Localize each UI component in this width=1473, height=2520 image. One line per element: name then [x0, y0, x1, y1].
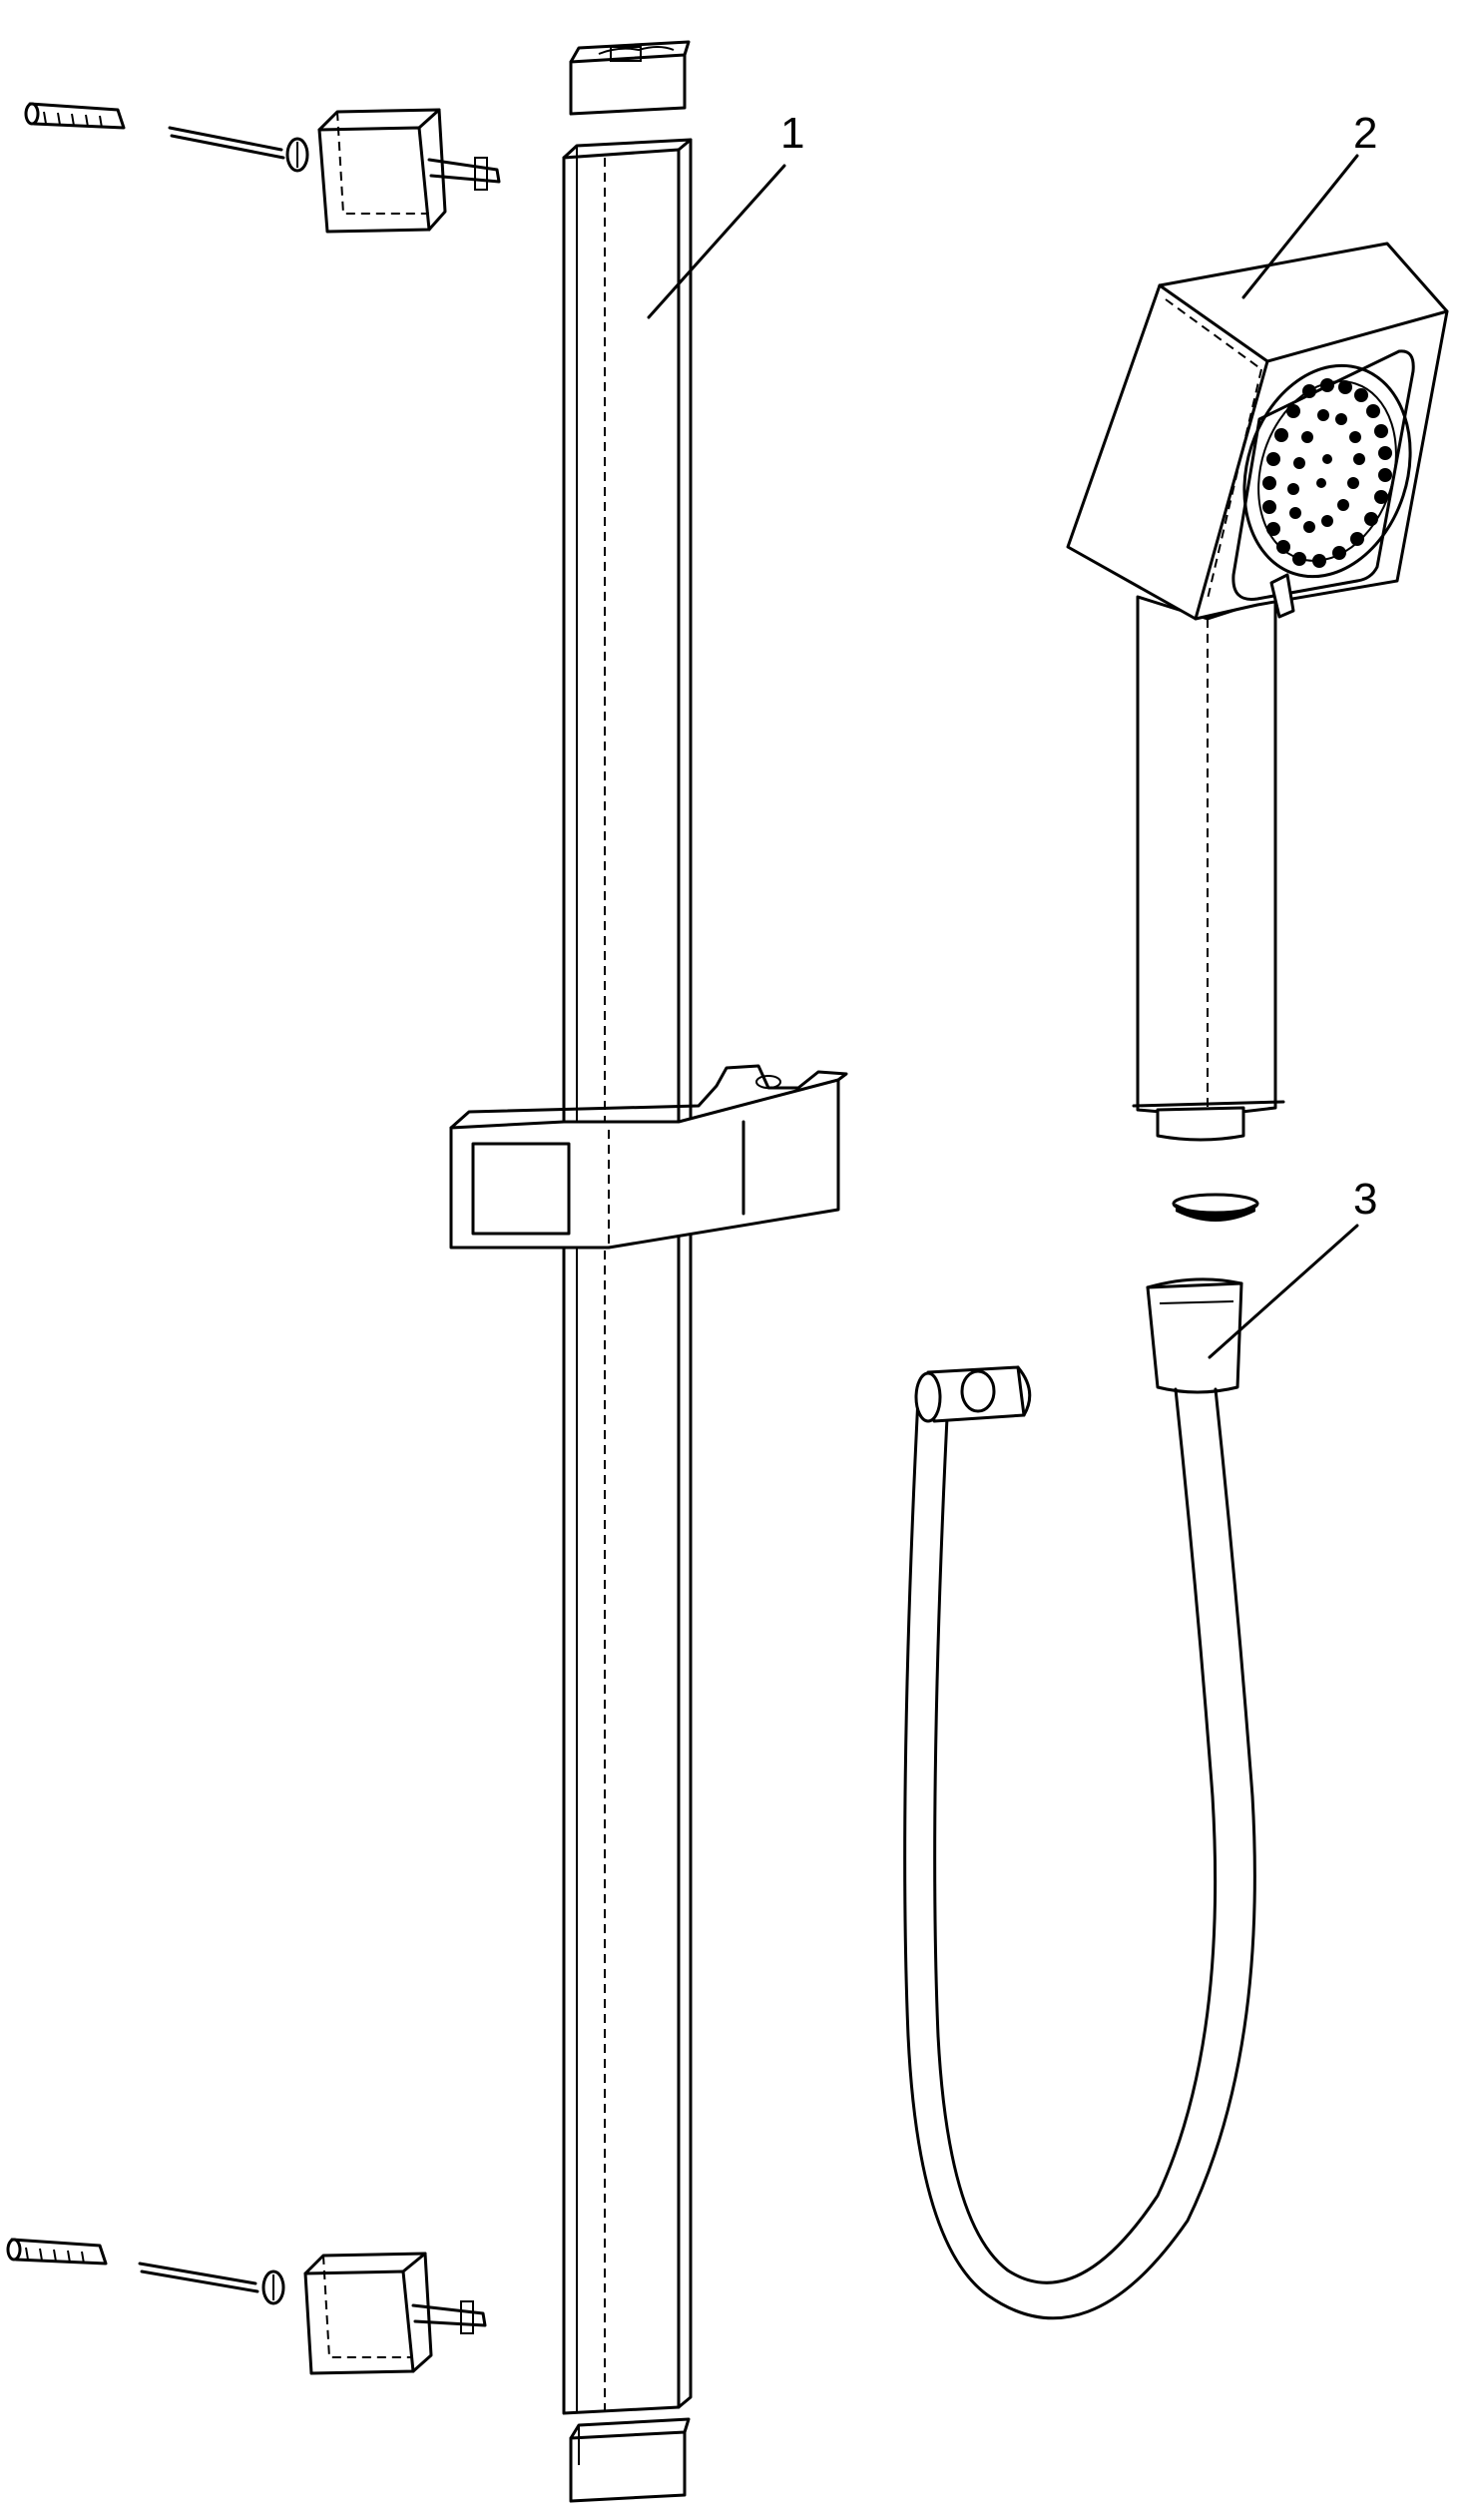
bottom-wall-plug	[6, 2238, 108, 2266]
part-number-2: 2	[1353, 109, 1377, 158]
bottom-screw	[138, 2262, 285, 2305]
top-screw	[168, 126, 309, 173]
bottom-wall-bracket	[303, 2252, 487, 2375]
leader-line-3	[1208, 1224, 1359, 1359]
slide-rail	[562, 138, 693, 2415]
sealing-washer	[1172, 1193, 1259, 1222]
slider-holder	[449, 1064, 848, 1250]
part-number-3: 3	[1353, 1175, 1377, 1224]
top-wall-plug	[24, 102, 126, 130]
hand-shower	[1066, 242, 1449, 1142]
top-wall-bracket	[317, 108, 501, 234]
leader-line-1	[647, 164, 786, 319]
leader-line-2	[1241, 154, 1359, 299]
top-end-cap	[569, 40, 691, 116]
part-number-1: 1	[780, 109, 804, 158]
shower-hose	[903, 1277, 1256, 2320]
leader-lines	[647, 154, 1359, 1359]
bottom-end-cap	[569, 2417, 691, 2503]
